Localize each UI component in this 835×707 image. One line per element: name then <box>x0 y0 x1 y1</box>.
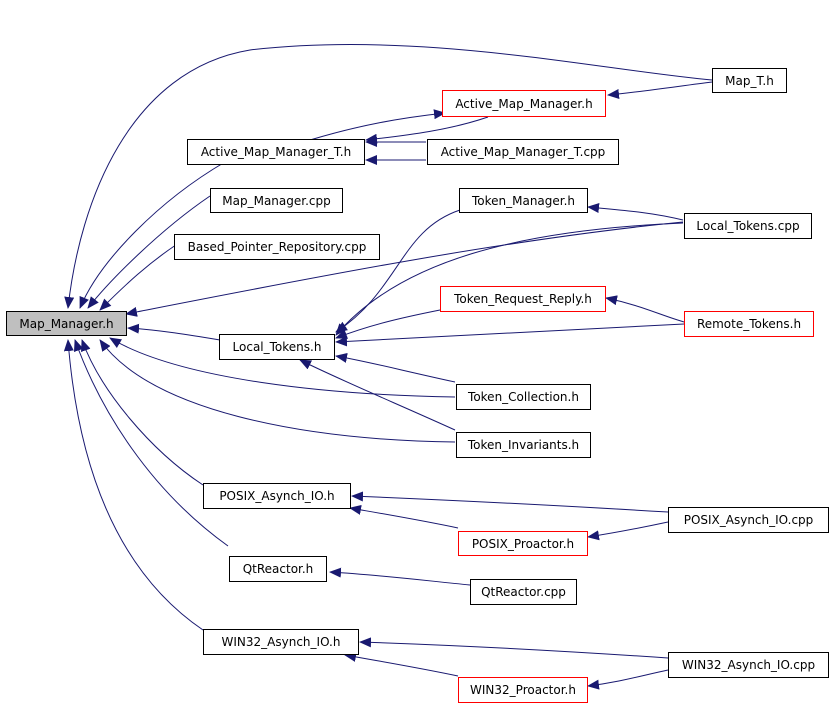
edge-local-tokens-cpp-to-map-manager <box>125 221 684 317</box>
node-based-pointer-repository-cpp[interactable]: Based_Pointer_Repository.cpp <box>174 234 380 260</box>
edge-posix-proactor-to-posix-asynch-io-h <box>349 504 459 529</box>
node-qtreactor-cpp[interactable]: QtReactor.cpp <box>470 579 577 605</box>
node-win32-proactor-h[interactable]: WIN32_Proactor.h <box>458 677 588 703</box>
node-local-tokens-cpp[interactable]: Local_Tokens.cpp <box>684 213 812 239</box>
node-active-map-manager-t-h[interactable]: Active_Map_Manager_T.h <box>187 139 365 165</box>
edge-token-collection-to-map-manager <box>109 337 456 398</box>
node-token-manager-h[interactable]: Token_Manager.h <box>459 188 588 213</box>
node-posix-proactor-h[interactable]: POSIX_Proactor.h <box>458 531 588 556</box>
edge-posix-asynch-io-cpp-to-h <box>351 491 669 513</box>
node-posix-asynch-io-h[interactable]: POSIX_Asynch_IO.h <box>203 483 351 509</box>
edge-win32-proactor-to-win32-asynch-io-h <box>344 652 459 677</box>
edge-token-invariants-to-map-manager <box>99 339 456 443</box>
node-qtreactor-h[interactable]: QtReactor.h <box>229 556 327 582</box>
edge-map-t-to-map-manager <box>64 44 713 309</box>
edge-token-manager-to-local-tokens-h <box>335 209 461 333</box>
edge-active-map-manager-t-to-map-manager <box>79 161 226 309</box>
edge-win32-asynch-io-cpp-to-h <box>359 637 669 659</box>
edge-local-tokens-cpp-to-token-manager <box>587 203 684 221</box>
node-active-map-manager-h[interactable]: Active_Map_Manager.h <box>442 90 606 117</box>
edge-map-t-to-active-map-manager <box>607 81 713 99</box>
node-win32-asynch-io-h[interactable]: WIN32_Asynch_IO.h <box>203 629 359 655</box>
node-active-map-manager-t-cpp[interactable]: Active_Map_Manager_T.cpp <box>427 139 619 165</box>
node-posix-asynch-io-cpp[interactable]: POSIX_Asynch_IO.cpp <box>668 507 829 533</box>
node-win32-asynch-io-cpp[interactable]: WIN32_Asynch_IO.cpp <box>668 652 829 678</box>
node-map-manager-h[interactable]: Map_Manager.h <box>6 311 127 336</box>
edge-local-tokens-h-to-map-manager <box>127 323 221 341</box>
edge-local-tokens-cpp-to-local-tokens-h <box>335 222 684 336</box>
edge-active-map-manager-to-active-map-manager-t <box>309 109 446 141</box>
node-token-collection-h[interactable]: Token_Collection.h <box>456 384 591 410</box>
edge-qtreactor-h-to-map-manager <box>73 339 229 547</box>
edge-token-request-reply-to-local-tokens-h <box>335 309 441 339</box>
edge-active-map-manager-h-to-t-h <box>365 116 489 144</box>
node-remote-tokens-h[interactable]: Remote_Tokens.h <box>684 311 814 337</box>
edge-remote-tokens-to-token-request-reply <box>605 295 685 323</box>
edge-win32-asynch-io-cpp-to-win32-proactor <box>587 669 669 690</box>
edge-token-collection-to-local-tokens-h <box>335 352 456 383</box>
node-map-t-h[interactable]: Map_T.h <box>712 68 787 93</box>
node-token-request-reply-h[interactable]: Token_Request_Reply.h <box>440 286 606 312</box>
edge-win32-asynch-io-h-to-map-manager <box>63 339 204 631</box>
edge-posix-asynch-io-cpp-to-posix-proactor <box>587 521 669 541</box>
edge-map-manager-cpp-to-map-manager <box>87 195 211 309</box>
node-local-tokens-h[interactable]: Local_Tokens.h <box>219 334 335 360</box>
edge-posix-asynch-io-h-to-map-manager <box>81 339 204 486</box>
edge-remote-tokens-to-local-tokens-h <box>335 323 685 347</box>
edge-qtreactor-cpp-to-h <box>329 567 471 586</box>
node-map-manager-cpp[interactable]: Map_Manager.cpp <box>210 188 343 213</box>
edge-token-invariants-to-local-tokens-h <box>299 359 456 431</box>
node-token-invariants-h[interactable]: Token_Invariants.h <box>456 432 591 458</box>
